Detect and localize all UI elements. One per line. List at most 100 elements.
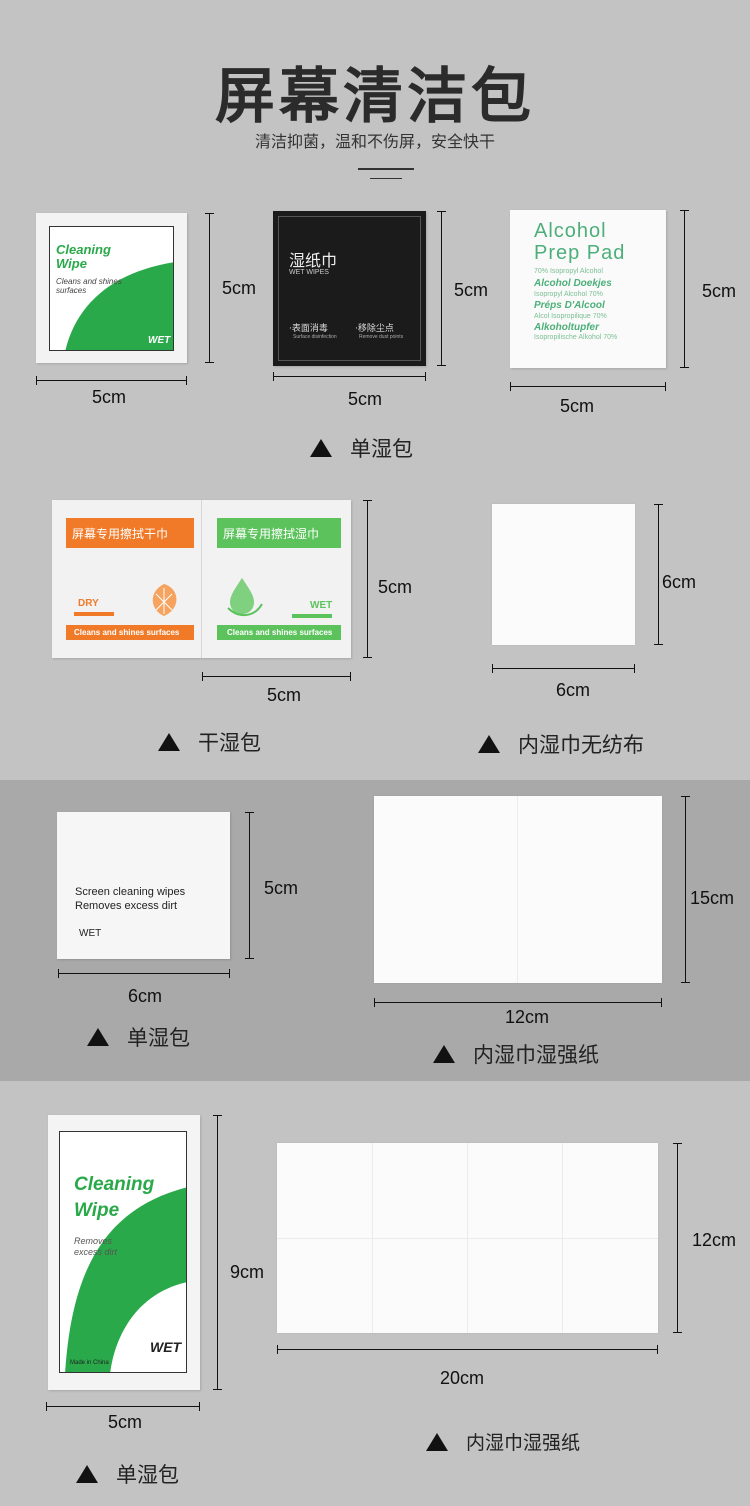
pack-title: Cleaning Wipe	[74, 1174, 155, 1221]
triangle-icon	[310, 439, 332, 457]
dry-wet-dual-pack: 屏幕专用擦拭干巾 DRY Cleans and shines surfaces …	[52, 500, 351, 658]
triangle-icon	[478, 735, 500, 753]
height-label: 12cm	[692, 1230, 737, 1250]
pack-badge: WET	[150, 1339, 182, 1355]
height-dimension-line	[245, 812, 254, 959]
green-swoosh-icon	[65, 1187, 186, 1372]
pack-line: Préps D'Alcool	[534, 300, 605, 311]
width-dimension-line	[510, 382, 666, 391]
caption-single-wet-pack-2: 单湿包	[87, 1022, 190, 1052]
pack-subtitle: Removes excess dirt	[74, 1236, 118, 1257]
pack-line: Alkoholtupfer	[534, 322, 599, 333]
width-label: 6cm	[556, 680, 591, 700]
feature-2-en: Remove dust points	[359, 334, 404, 340]
height-dimension-line	[363, 500, 372, 658]
feature-2: ·移除尘点	[355, 324, 394, 334]
triangle-icon	[76, 1465, 98, 1483]
title-divider	[370, 178, 402, 179]
width-dimension-line	[46, 1402, 200, 1411]
height-dimension-line	[654, 504, 663, 645]
width-dimension-line	[273, 372, 426, 381]
wet-wipes-black-pack: 湿纸巾 WET WIPES ·表面消毒 Surface disinfection…	[273, 211, 426, 366]
width-dimension-line	[36, 376, 187, 385]
caption-single-wet-pack-3: 单湿包	[76, 1459, 179, 1489]
height-label: 5cm	[454, 280, 489, 300]
height-label: 15cm	[690, 888, 735, 908]
pack-line: Isopropilische Alkohol 70%	[534, 334, 618, 341]
height-label: 5cm	[702, 281, 737, 301]
height-dimension-line	[681, 796, 690, 983]
pack-line-2: Removes excess dirt	[75, 900, 178, 912]
height-dimension-line	[437, 211, 446, 366]
height-label: 5cm	[222, 278, 257, 298]
screen-cleaning-wipes-pack: Screen cleaning wipes Removes excess dir…	[57, 812, 230, 959]
caption-dry-wet-pack: 干湿包	[158, 727, 261, 757]
width-dimension-line	[277, 1345, 658, 1354]
pack-line-1: Screen cleaning wipes	[75, 886, 186, 898]
width-label: 20cm	[440, 1368, 485, 1388]
caption-nonwoven: 内湿巾无纺布	[478, 729, 644, 759]
pack-line: Alcohol Doekjes	[534, 278, 612, 289]
height-dimension-line	[680, 210, 689, 368]
wet-strength-tissue-20x12	[277, 1143, 658, 1333]
cleaning-wipe-tall-pack: Cleaning Wipe Removes excess dirt WET Ma…	[48, 1115, 200, 1390]
wet-tag: WET	[310, 600, 333, 611]
sun-leaf-icon	[152, 584, 177, 616]
height-label: 9cm	[230, 1262, 265, 1282]
dry-footer: Cleans and shines surfaces	[66, 625, 194, 640]
triangle-icon	[426, 1432, 448, 1451]
width-dimension-line	[202, 672, 351, 681]
wet-strength-tissue-12x15	[374, 796, 662, 983]
pack-badge: WET	[79, 928, 102, 939]
pack-subtitle: WET WIPES	[289, 269, 329, 276]
cleaning-wipe-pack: Cleaning Wipe Cleans and shines surfaces…	[36, 213, 187, 363]
water-drop-icon	[227, 578, 263, 616]
triangle-icon	[158, 733, 180, 751]
pack-foot: Made in China	[70, 1360, 109, 1366]
feature-1-en: Surface disinfection	[293, 334, 337, 340]
height-label: 5cm	[264, 878, 299, 898]
width-label: 12cm	[505, 1007, 550, 1027]
height-label: 5cm	[378, 577, 413, 597]
caption-tissue-2: 内湿巾湿强纸	[426, 1428, 580, 1455]
pack-title: 湿纸巾	[289, 251, 338, 270]
pack-badge: WET	[148, 335, 171, 346]
dry-title-bar	[66, 518, 194, 548]
pack-title: Cleaning Wipe	[56, 242, 111, 271]
height-label: 6cm	[662, 572, 697, 592]
width-dimension-line	[492, 664, 635, 673]
dry-title: 屏幕专用擦拭干巾	[72, 527, 169, 541]
width-label: 5cm	[108, 1412, 143, 1432]
feature-1: ·表面消毒	[289, 324, 328, 334]
pack-title-line1: Alcohol	[534, 220, 607, 242]
width-label: 6cm	[128, 986, 163, 1006]
height-dimension-line	[205, 213, 214, 363]
title-divider	[358, 168, 414, 170]
wet-footer: Cleans and shines surfaces	[217, 625, 341, 640]
triangle-icon	[433, 1045, 455, 1063]
wet-title: 屏幕专用擦拭湿巾	[223, 527, 320, 541]
width-label: 5cm	[348, 389, 383, 409]
width-label: 5cm	[560, 396, 595, 416]
width-label: 5cm	[267, 685, 302, 705]
alcohol-prep-pad-pack: Alcohol Prep Pad 70% Isopropyl Alcohol A…	[510, 210, 666, 368]
height-dimension-line	[673, 1143, 682, 1333]
width-dimension-line	[374, 998, 662, 1007]
caption-tissue-1: 内湿巾湿强纸	[433, 1039, 599, 1069]
pack-line: 70% Isopropyl Alcohol	[534, 268, 603, 275]
nonwoven-tissue	[492, 504, 635, 645]
width-label: 5cm	[92, 387, 127, 407]
triangle-icon	[87, 1028, 109, 1046]
wet-title-bar	[217, 518, 341, 548]
pack-subtitle: Cleans and shines surfaces	[56, 277, 122, 295]
pack-line: Alcol Isopropilique 70%	[534, 313, 607, 320]
page-subtitle: 清洁抑菌，温和不伤屏，安全快干	[254, 132, 495, 151]
caption-single-wet-pack: 单湿包	[310, 433, 413, 463]
dry-tag: DRY	[78, 598, 99, 609]
height-dimension-line	[213, 1115, 222, 1390]
page-title: 屏幕清洁包	[215, 62, 535, 132]
pack-line: Isopropyl Alcohol 70%	[534, 291, 603, 298]
pack-title-line2: Prep Pad	[534, 242, 626, 264]
green-swoosh-icon	[65, 262, 173, 350]
width-dimension-line	[58, 969, 230, 978]
